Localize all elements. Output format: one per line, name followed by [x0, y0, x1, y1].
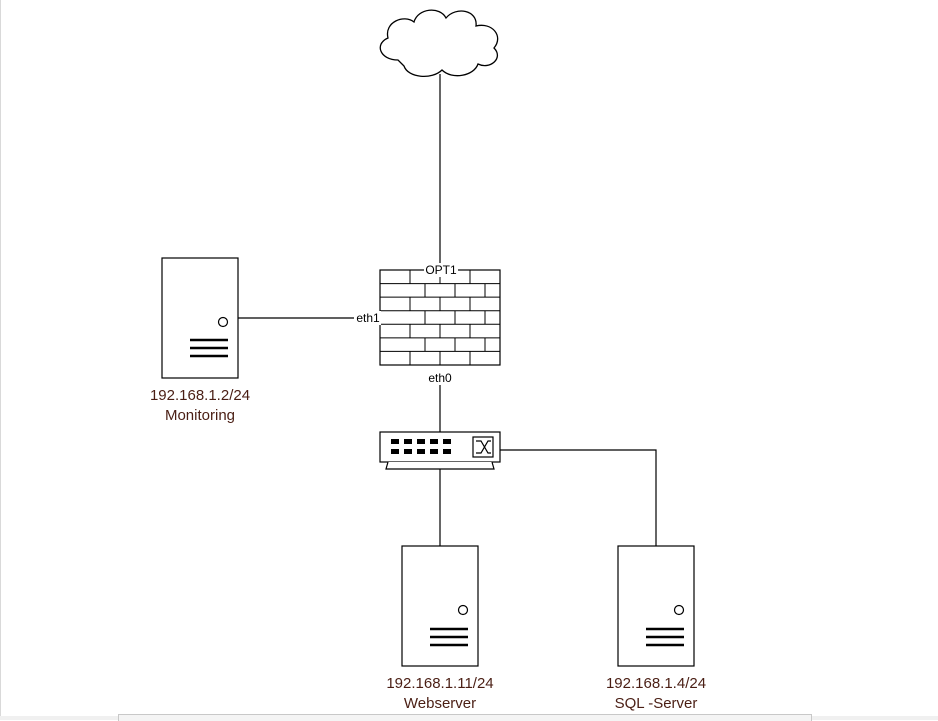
- network-switch-icon[interactable]: [379, 431, 501, 470]
- port-label-bg-top: [424, 263, 458, 277]
- switch-ports: [391, 439, 451, 454]
- monitoring-name-label: Monitoring: [165, 407, 235, 424]
- port-label-eth1: eth1: [356, 311, 380, 325]
- webserver-name-label: Webserver: [404, 695, 476, 712]
- port-label-opt1: OPT1: [425, 263, 457, 277]
- port-label-eth0: eth0: [428, 371, 452, 385]
- server-sqlserver[interactable]: [617, 545, 695, 667]
- canvas-left-edge: [0, 0, 1, 720]
- port-label-bg-bottom: [426, 370, 454, 384]
- port-label-bg-left: [354, 311, 381, 325]
- server-monitoring[interactable]: [161, 257, 239, 379]
- sqlserver-name-label: SQL -Server: [615, 695, 698, 712]
- webserver-ip-label: 192.168.1.11/24: [386, 675, 493, 692]
- monitoring-ip-label: 192.168.1.2/24: [150, 387, 250, 404]
- cloud-icon[interactable]: [379, 9, 499, 77]
- sqlserver-ip-label: 192.168.1.4/24: [606, 675, 706, 692]
- horizontal-scrollbar[interactable]: [118, 714, 812, 721]
- server-webserver[interactable]: [401, 545, 479, 667]
- link-switch-sqlserver: [500, 449, 657, 546]
- brick-firewall-icon[interactable]: OPT1 eth1 eth0: [354, 263, 501, 385]
- switch-arrows-icon: [472, 436, 494, 458]
